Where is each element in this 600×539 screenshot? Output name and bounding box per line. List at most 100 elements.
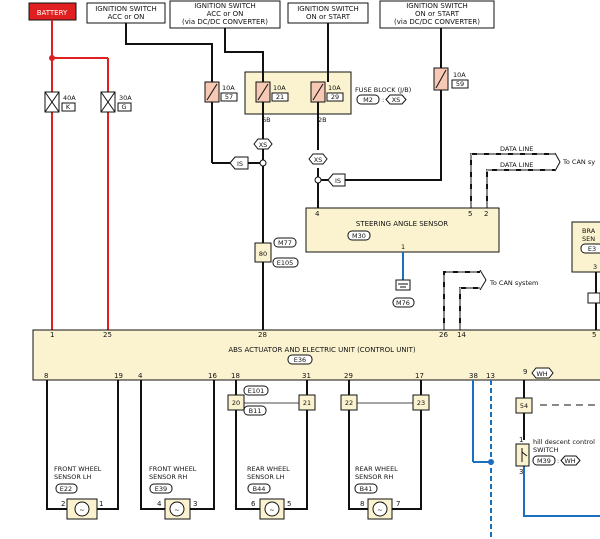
- fuse-10a-21: 10A 21: [255, 81, 289, 103]
- svg-text:10A: 10A: [328, 84, 341, 92]
- svg-text:XS: XS: [314, 156, 323, 164]
- svg-text::: :: [382, 96, 384, 104]
- battery-label: BATTERY: [37, 9, 68, 17]
- svg-text:REAR WHEEL: REAR WHEEL: [355, 465, 398, 473]
- svg-text:5: 5: [592, 331, 596, 339]
- svg-text:57: 57: [225, 93, 233, 101]
- ignition-wires: [125, 23, 442, 330]
- svg-text:E39: E39: [155, 485, 167, 493]
- svg-text:SENSOR RH: SENSOR RH: [149, 473, 187, 481]
- svg-text:16: 16: [208, 372, 217, 380]
- svg-text:19: 19: [114, 372, 123, 380]
- svg-text:18: 18: [231, 372, 240, 380]
- svg-text:M77: M77: [278, 239, 292, 247]
- svg-text:SENSOR LH: SENSOR LH: [247, 473, 285, 481]
- svg-text:1: 1: [50, 331, 54, 339]
- svg-text:14: 14: [457, 331, 466, 339]
- svg-text:DATA LINE: DATA LINE: [500, 161, 533, 169]
- svg-text:2: 2: [484, 210, 488, 218]
- svg-text:28: 28: [258, 331, 267, 339]
- svg-text:IGNITION SWITCH: IGNITION SWITCH: [95, 5, 157, 13]
- svg-text:IGNITION SWITCH: IGNITION SWITCH: [406, 2, 468, 10]
- svg-text:IS: IS: [335, 177, 341, 185]
- brake-sensor-partial: BRA SEN E3 3: [571, 221, 600, 330]
- svg-text:STEERING ANGLE SENSOR: STEERING ANGLE SENSOR: [356, 220, 448, 228]
- svg-text:DATA LINE: DATA LINE: [500, 145, 533, 153]
- svg-text:XS: XS: [392, 96, 401, 104]
- svg-text:To CAN sy: To CAN sy: [562, 158, 595, 166]
- ign-acc-on-dcdc-box: IGNITION SWITCH ACC or ON (via DC/DC CON…: [169, 0, 281, 29]
- svg-text:80: 80: [259, 250, 267, 258]
- connector-80: 80 M77 E105: [254, 237, 299, 268]
- svg-text:6B: 6B: [262, 116, 271, 124]
- fuse-40a: 40A K: [44, 91, 76, 113]
- junction-is-2: IS: [327, 173, 346, 187]
- svg-text:~: ~: [377, 506, 382, 514]
- svg-text:~: ~: [79, 506, 84, 514]
- svg-text:E36: E36: [294, 356, 306, 364]
- svg-text:BRA: BRA: [582, 227, 596, 235]
- svg-text:2B: 2B: [318, 116, 327, 124]
- svg-text:IGNITION SWITCH: IGNITION SWITCH: [297, 5, 359, 13]
- steering-ground: M76: [392, 252, 415, 308]
- junction-xs-1: XS: [253, 138, 273, 150]
- svg-text:59: 59: [456, 80, 464, 88]
- svg-text:4: 4: [315, 210, 320, 218]
- svg-text:4: 4: [138, 372, 143, 380]
- svg-text:21: 21: [276, 93, 284, 101]
- svg-text:10A: 10A: [453, 71, 466, 79]
- svg-text:M39: M39: [537, 457, 551, 465]
- svg-text:SENSOR LH: SENSOR LH: [54, 473, 92, 481]
- svg-text:5: 5: [287, 500, 291, 508]
- svg-text:ON or START: ON or START: [415, 10, 460, 18]
- ign-on-start-dcdc-box: IGNITION SWITCH ON or START (via DC/DC C…: [379, 0, 495, 29]
- svg-text:7: 7: [396, 500, 400, 508]
- svg-text:22: 22: [345, 399, 353, 407]
- battery-box: BATTERY: [28, 2, 77, 21]
- ign-on-start-box: IGNITION SWITCH ON or START: [287, 2, 369, 24]
- abs-actuator-unit: 1 25 28 26 14 5 ABS ACTUATOR AND ELECTRI…: [32, 329, 600, 381]
- svg-text:10A: 10A: [273, 84, 286, 92]
- blue-wires: [472, 380, 600, 539]
- data-lines-abs: To CAN system: [443, 269, 538, 330]
- junction-is-1: IS: [229, 156, 249, 170]
- svg-text:29: 29: [344, 372, 353, 380]
- svg-text:1: 1: [99, 500, 103, 508]
- hill-descent-switch: 1 3 hill descent control SWITCH M39 : WH: [515, 436, 595, 476]
- fuse-30a: 30A G: [100, 91, 132, 113]
- svg-text:2: 2: [61, 500, 65, 508]
- svg-text:K: K: [66, 103, 71, 111]
- svg-text:25: 25: [103, 331, 112, 339]
- svg-text:ACC or ON: ACC or ON: [108, 13, 145, 21]
- svg-text:5: 5: [468, 210, 472, 218]
- svg-text:ACC or ON: ACC or ON: [207, 10, 244, 18]
- svg-text:B44: B44: [253, 485, 266, 493]
- rear-wheel-sensor-rh: REAR WHEEL SENSOR RH B41 ~ 8 7: [354, 465, 400, 520]
- svg-text:XS: XS: [259, 141, 268, 149]
- connector-54: 54: [515, 397, 533, 414]
- svg-text:ON or START: ON or START: [306, 13, 351, 21]
- svg-text:~: ~: [269, 506, 274, 514]
- svg-text:hill descent control: hill descent control: [533, 438, 595, 446]
- svg-text:8: 8: [360, 500, 364, 508]
- rear-wheel-sensor-lh: REAR WHEEL SENSOR LH B44 ~ 6 5: [247, 465, 291, 520]
- front-wheel-sensor-rh: FRONT WHEEL SENSOR RH E39 ~ 4 3: [149, 465, 197, 520]
- svg-text:23: 23: [417, 399, 425, 407]
- svg-text:17: 17: [415, 372, 424, 380]
- svg-text:WH: WH: [564, 457, 575, 465]
- svg-text:E105: E105: [277, 259, 294, 267]
- abs-title: ABS ACTUATOR AND ELECTRIC UNIT (CONTROL …: [228, 346, 416, 354]
- svg-text:21: 21: [303, 399, 311, 407]
- svg-text:REAR WHEEL: REAR WHEEL: [247, 465, 290, 473]
- svg-text:4: 4: [157, 500, 162, 508]
- svg-text:E3: E3: [588, 245, 596, 253]
- ign-acc-on-box: IGNITION SWITCH ACC or ON: [86, 2, 166, 24]
- svg-text:13: 13: [486, 372, 495, 380]
- svg-text:M30: M30: [352, 232, 366, 240]
- svg-text:38: 38: [469, 372, 478, 380]
- svg-text:SEN: SEN: [582, 235, 595, 243]
- svg-text:To CAN system: To CAN system: [489, 279, 538, 287]
- svg-text:B11: B11: [249, 407, 262, 415]
- fuse-10a-59: 10A 59: [433, 67, 469, 91]
